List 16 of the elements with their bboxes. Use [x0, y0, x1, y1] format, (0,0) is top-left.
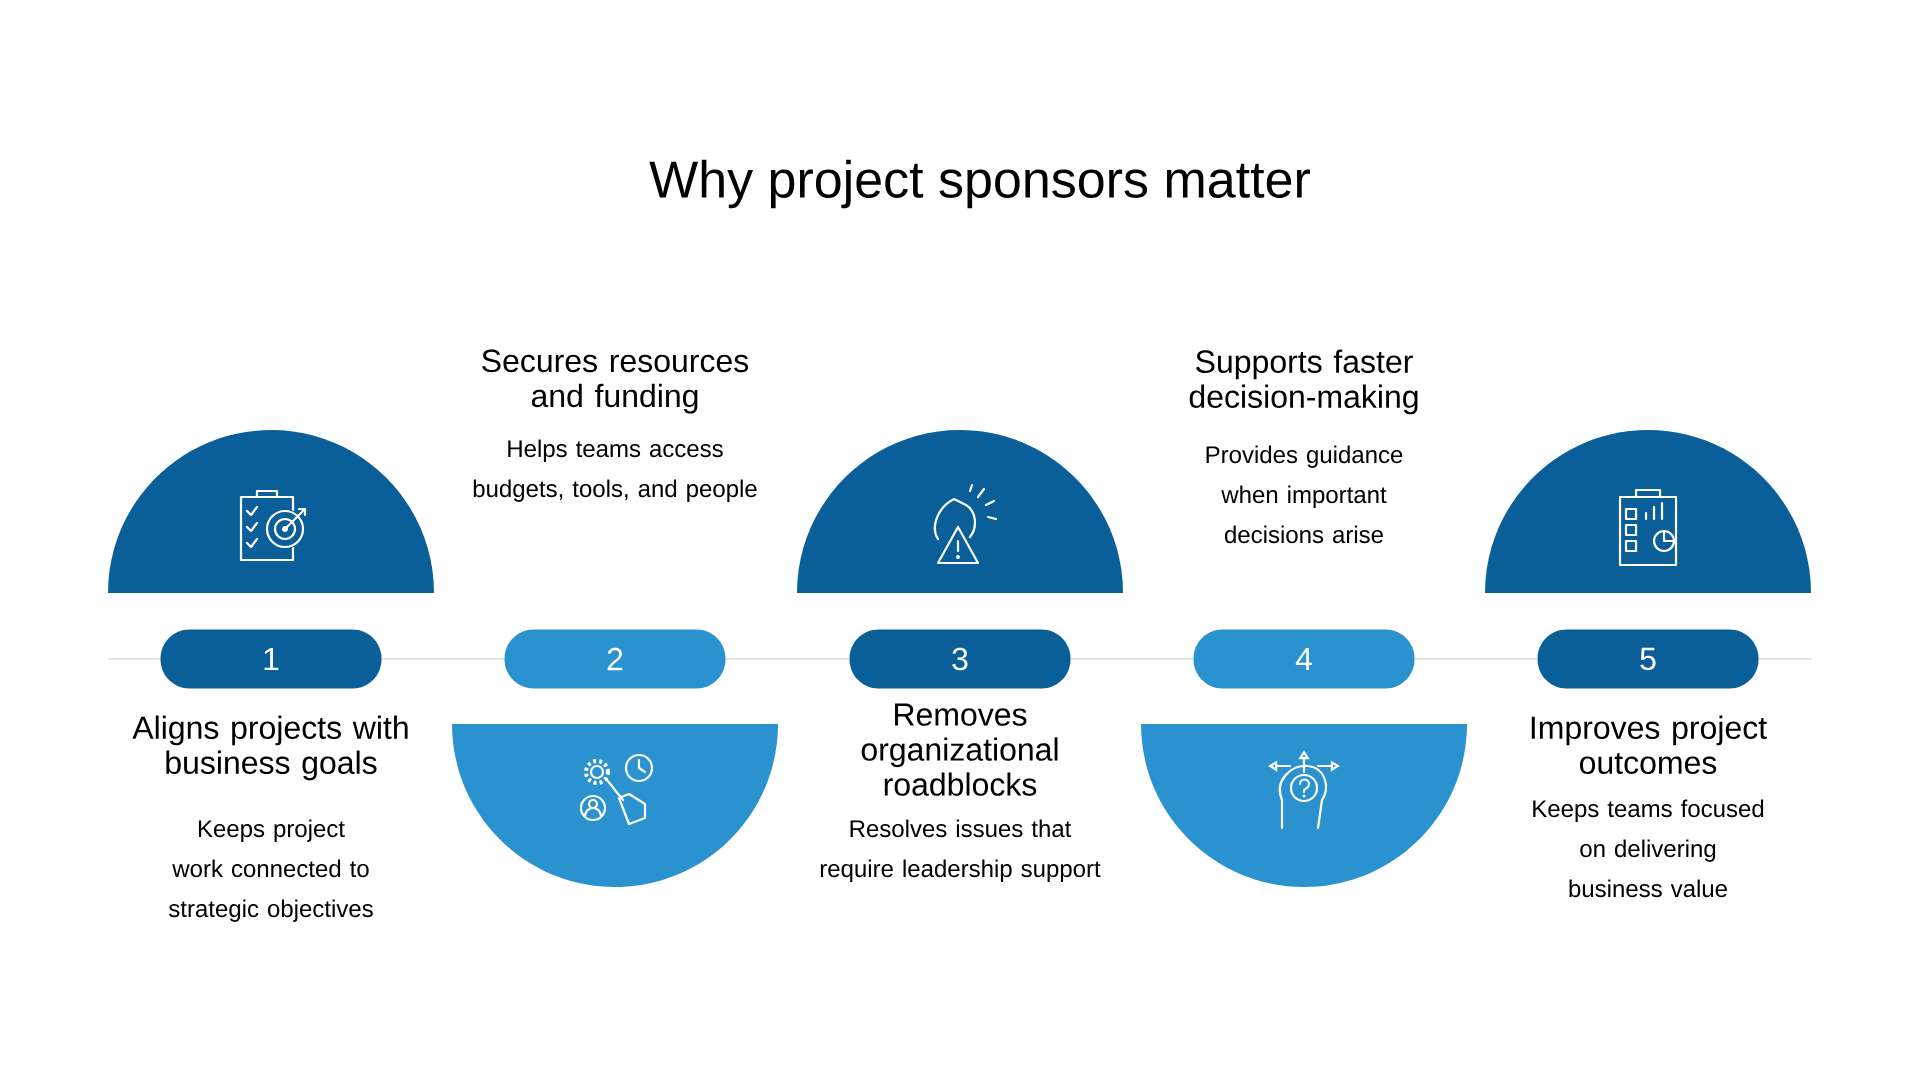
title: Why project sponsors matter — [649, 159, 1310, 209]
number-pill: 1 — [160, 629, 382, 689]
heading-text: Removes organizational roadblocks — [861, 703, 1058, 796]
number-pill: 3 — [849, 629, 1071, 689]
description-text: Helps teams access budgets, tools, and people — [473, 439, 757, 502]
description-text: Keeps teams focused on delivering business value — [1533, 799, 1764, 898]
heading-text: Improves project outcomes — [1531, 715, 1767, 775]
heading-text: Aligns projects with business goals — [132, 715, 408, 781]
description-text: Provides guidance when important decisions arise — [1206, 445, 1403, 544]
number-pill: 4 — [1193, 629, 1415, 689]
description-text: Keeps project work connected to strategic objectives — [168, 819, 373, 922]
description-text: Resolves issues that require leadership support — [820, 819, 1101, 882]
heading-text: Supports faster decision-making — [1189, 349, 1418, 415]
number-pill: 2 — [504, 629, 726, 689]
heading-text: Secures resources and funding — [482, 349, 749, 414]
number-pill: 5 — [1537, 629, 1759, 689]
